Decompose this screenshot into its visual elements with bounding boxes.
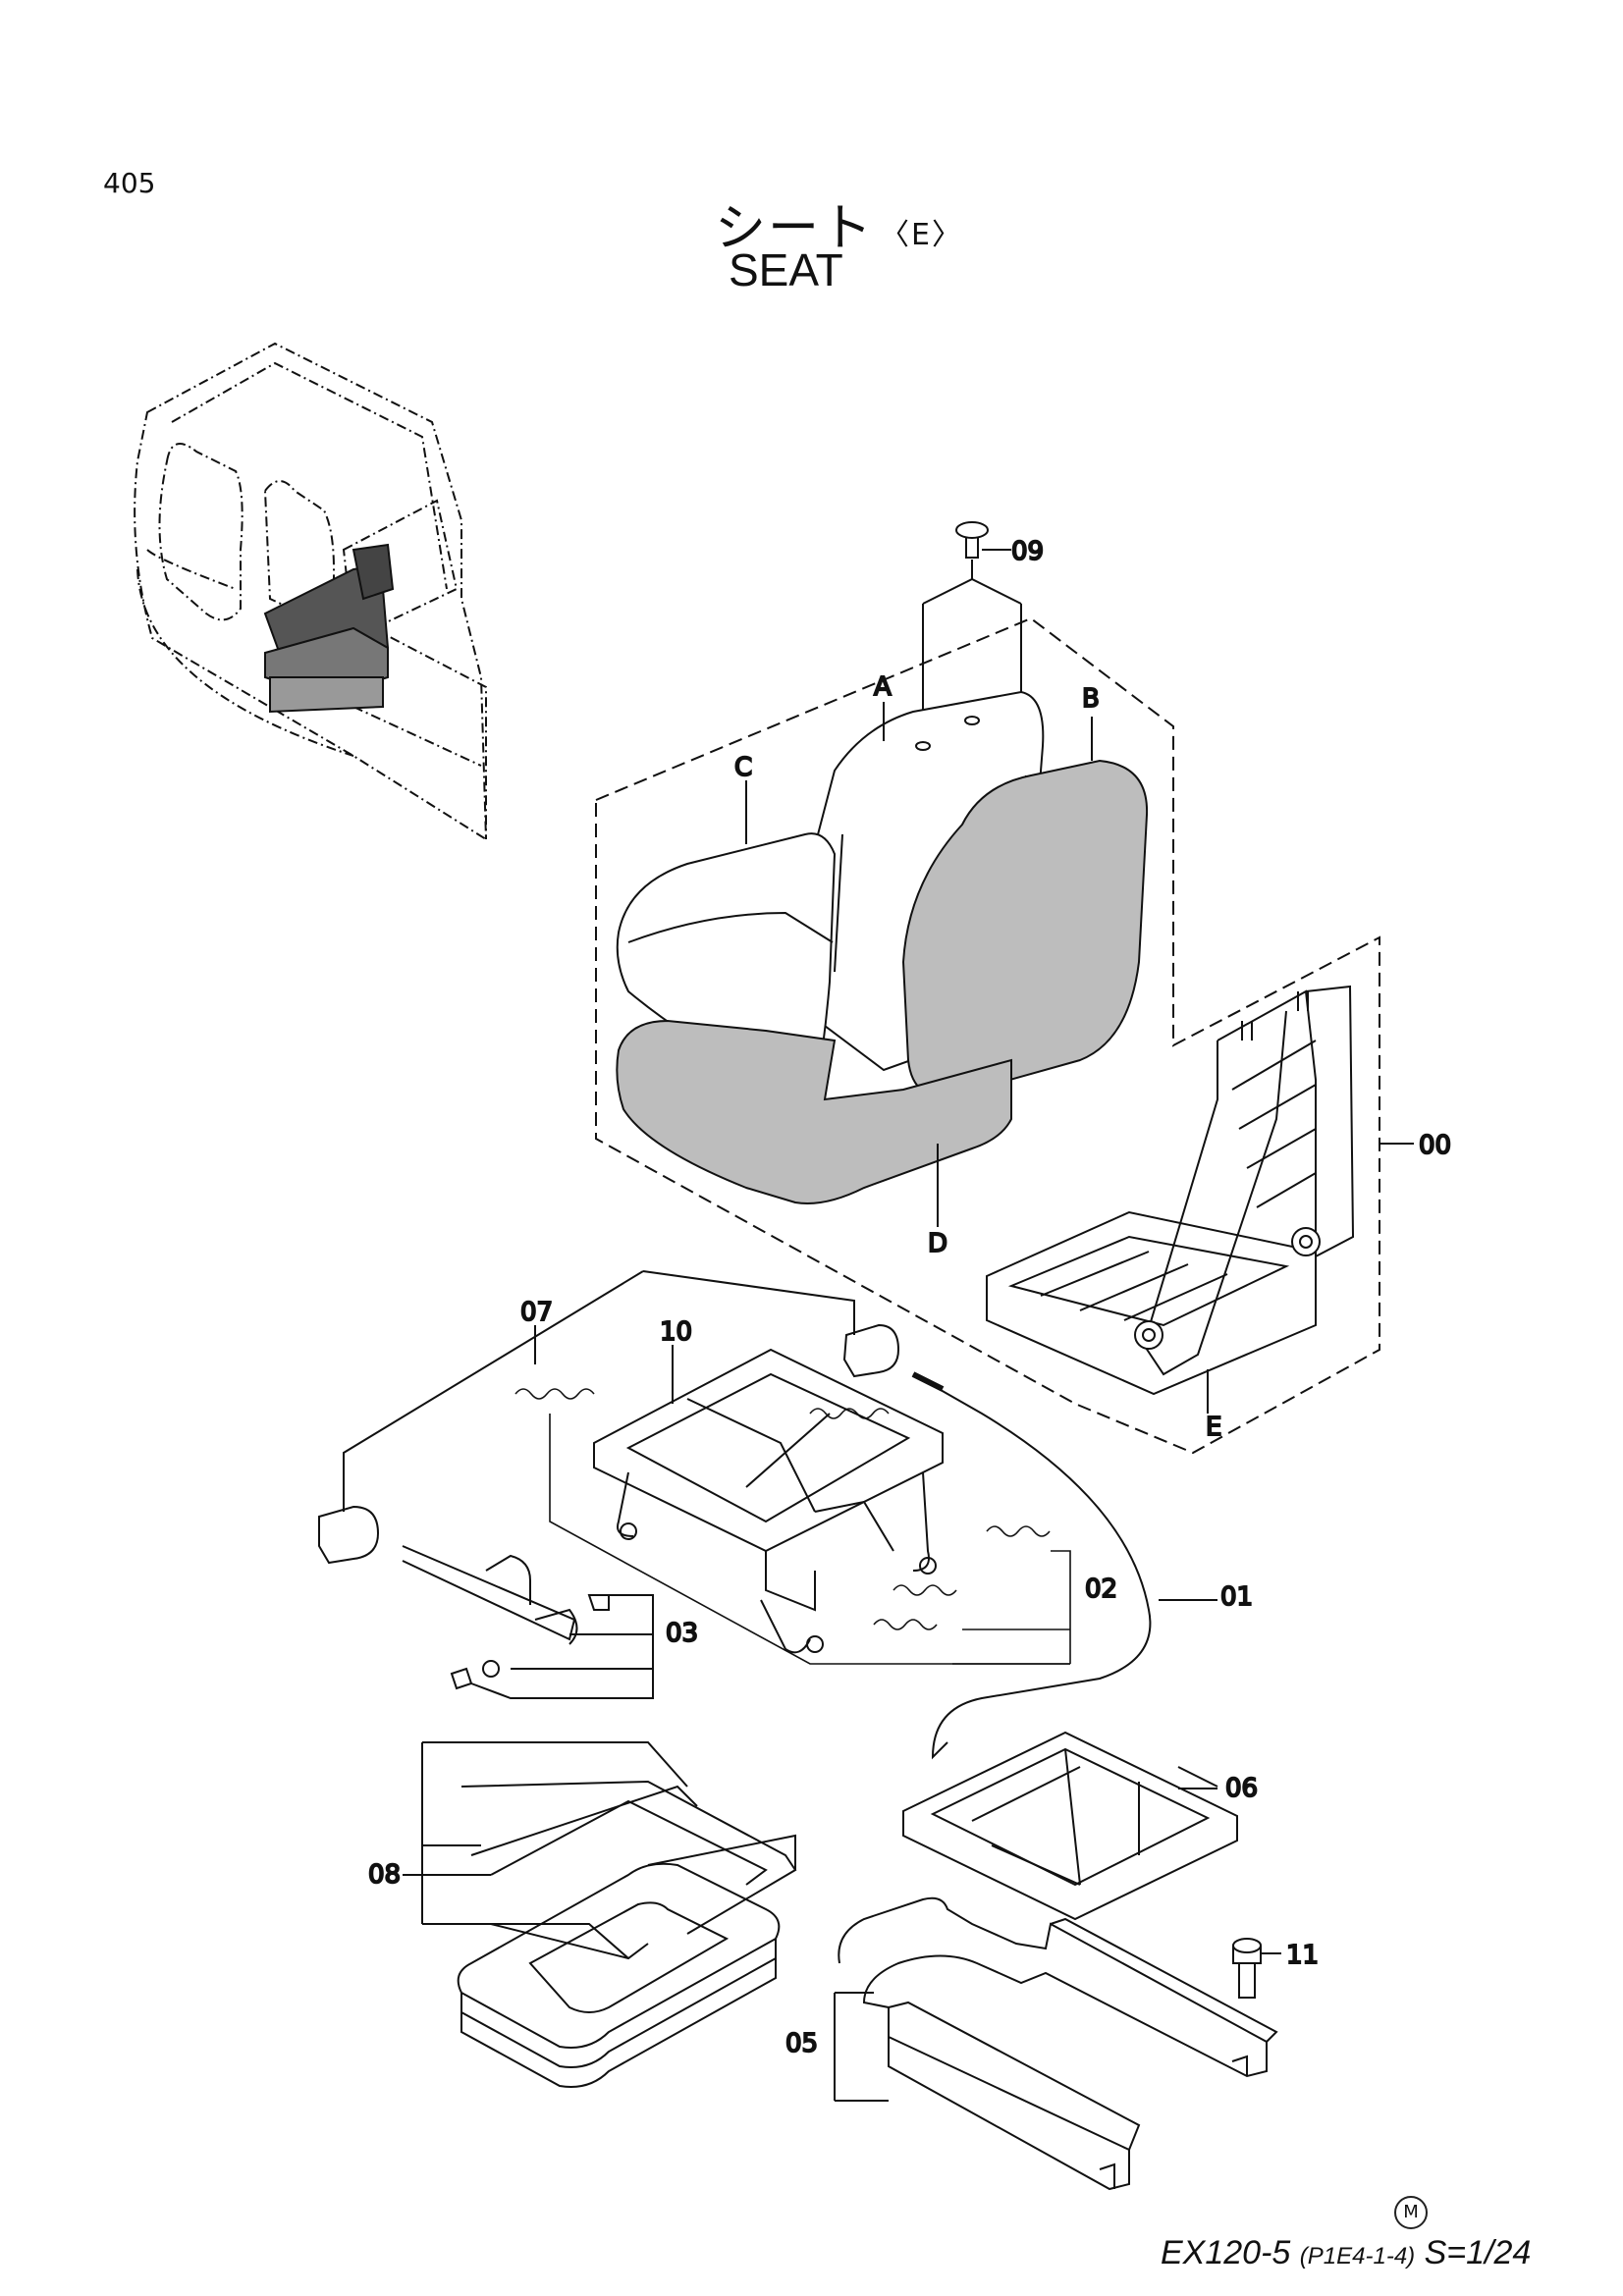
drawing-code: (P1E4-1-4) xyxy=(1299,2243,1416,2269)
slide-base xyxy=(902,1731,1238,1921)
springs xyxy=(514,1388,1071,1665)
seat-frame-e xyxy=(986,985,1355,1396)
label-c: C xyxy=(734,753,752,782)
label-10: 10 xyxy=(660,1317,692,1347)
seat-cushion-cover-d xyxy=(616,1019,1012,1204)
cab-seat-highlight xyxy=(263,543,395,714)
release-cable xyxy=(911,1371,1217,1760)
label-03: 03 xyxy=(666,1619,698,1648)
leader-lines xyxy=(534,549,1414,1788)
label-a: A xyxy=(874,672,892,702)
backrest-cover-b xyxy=(901,759,1149,1097)
manufacturer-mark: M xyxy=(1394,2196,1428,2229)
label-02: 02 xyxy=(1085,1575,1117,1604)
footer-model-info: EX120-5 (P1E4-1-4) S=1/24 xyxy=(1161,2234,1531,2272)
hex-bolt xyxy=(1232,1938,1281,1999)
drawing-scale: S=1/24 xyxy=(1424,2234,1532,2271)
slide-rails xyxy=(834,1896,1278,2191)
bolt-nut-set xyxy=(402,1545,654,1699)
mounting-plates-bellows xyxy=(403,1741,797,2088)
label-11: 11 xyxy=(1286,1941,1319,1970)
label-07: 07 xyxy=(520,1298,553,1327)
label-d: D xyxy=(928,1229,947,1258)
label-08: 08 xyxy=(368,1860,401,1890)
label-00: 00 xyxy=(1419,1131,1451,1160)
label-09: 09 xyxy=(1011,537,1044,566)
page-number: 405 xyxy=(103,167,156,199)
lever-pads xyxy=(318,1270,900,1565)
label-b: B xyxy=(1082,684,1100,714)
slide-rail-frame xyxy=(593,1348,944,1654)
model-name: EX120-5 xyxy=(1161,2234,1291,2271)
label-06: 06 xyxy=(1225,1774,1258,1803)
title-jp-text: シート xyxy=(715,199,875,258)
label-05: 05 xyxy=(785,2029,818,2058)
title-english: SEAT xyxy=(729,244,843,295)
label-01: 01 xyxy=(1220,1582,1253,1612)
title-japanese: シート〈E〉 xyxy=(715,187,963,260)
label-e: E xyxy=(1206,1413,1221,1442)
title-jp-variant: 〈E〉 xyxy=(880,218,963,252)
